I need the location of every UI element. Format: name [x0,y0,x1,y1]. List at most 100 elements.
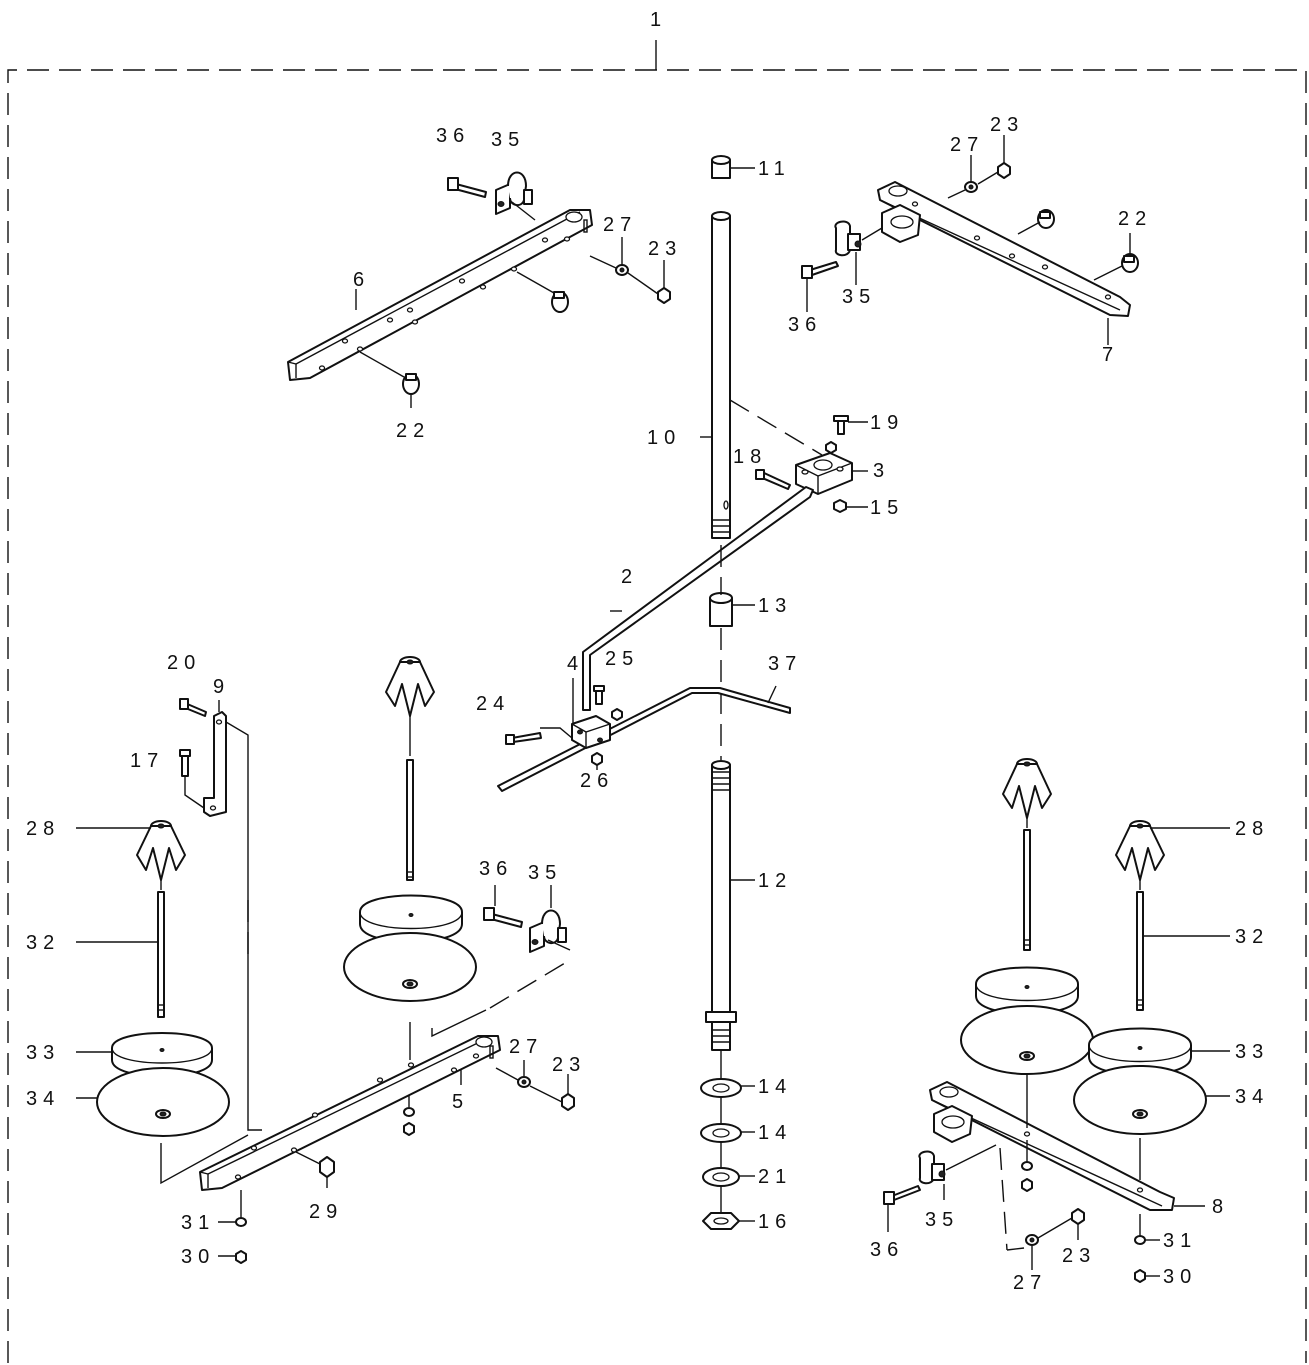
callout-31b: 31 [1163,1230,1197,1252]
callout-7: 7 [1102,344,1119,366]
bracket-35-upper-left [495,171,536,221]
nut-26 [591,752,603,770]
callout-8: 8 [1212,1196,1229,1218]
callout-10: 10 [647,427,681,449]
callout-23d: 23 [1062,1245,1096,1267]
callout-23b: 23 [990,114,1024,136]
upper-post [711,211,731,539]
disc-34-right [1073,1065,1230,1135]
callout-23a: 23 [648,238,682,260]
callout-5: 5 [452,1091,469,1113]
washer-27-upper-right [947,155,978,199]
knob-22-upper-left-b [516,271,569,313]
screw-25 [593,685,605,705]
lower-left-hardware [403,1095,415,1136]
nut-16 [702,1212,755,1230]
callout-4: 4 [567,653,584,675]
callout-18: 18 [733,446,767,468]
washer-14b [700,1123,755,1143]
bolt-36-lower-left [483,885,523,928]
callout-22b: 22 [1118,208,1152,230]
callout-31a: 31 [181,1212,215,1234]
callout-36b: 36 [788,314,822,336]
clamp-bolt-18 [755,469,791,490]
callout-35d: 35 [925,1209,959,1231]
screw-17 [179,749,205,809]
spindle-32-right [1136,891,1230,1011]
callout-labels: 1 2 3 4 5 6 7 8 9 10 11 12 13 14 14 15 1… [26,9,1269,1294]
washer-31-lower-right [1134,1214,1160,1245]
callout-17: 17 [130,750,164,772]
callout-28b: 28 [1235,818,1269,840]
arm-6 [287,209,593,381]
callout-34a: 34 [26,1088,60,1110]
callout-23c: 23 [552,1054,586,1076]
disc-34-left [76,1067,230,1137]
callout-6: 6 [353,269,370,291]
cone-center-left [385,656,435,717]
callout-15: 15 [870,497,904,519]
screw-24 [505,727,573,745]
bolt-36-lower-right [883,1185,921,1232]
spindle-center-left [406,759,414,881]
callout-34b: 34 [1235,1086,1269,1108]
callout-22a: 22 [396,420,430,442]
callout-27c: 27 [509,1036,543,1058]
knob-22-upper-right [1017,209,1055,235]
callout-14b: 14 [758,1122,792,1144]
callout-16: 16 [758,1211,792,1233]
callout-36a: 36 [436,125,470,147]
callout-29: 29 [309,1201,343,1223]
callout-26: 26 [580,770,614,792]
spindle-right-a [1023,829,1031,951]
callout-14a: 14 [758,1076,792,1098]
nut-23-lower-left [529,1074,575,1111]
cone-28-left [76,820,186,881]
bracket-35-lower-left [529,885,571,953]
callout-35b: 35 [842,286,876,308]
disc-right-a-lower [960,1005,1094,1075]
nut-23-upper-left [627,260,671,304]
callout-27a: 27 [603,214,637,236]
callout-35a: 35 [491,129,525,151]
nut-30-lower-left [218,1250,247,1264]
clamp-screw-19 [833,415,868,435]
lower-right-hardware [1021,1140,1033,1192]
nut-29 [295,1151,335,1188]
bracket-35-lower-right [918,1144,997,1200]
washer-27-upper-left [589,237,629,276]
callout-27d: 27 [1013,1272,1047,1294]
disc-33-left [76,1032,213,1078]
callout-28a: 28 [26,818,60,840]
washer-27-lower-right [1025,1234,1039,1270]
screw-20 [179,698,207,717]
callout-20: 20 [167,652,201,674]
clamp-nut-15 [833,499,868,513]
rod-2 [582,486,814,711]
callout-27b: 27 [950,134,984,156]
lock-washer-21 [702,1167,755,1187]
callout-13: 13 [758,595,792,617]
nut-23-lower-right [1037,1208,1085,1240]
callout-19: 19 [870,412,904,434]
callout-32b: 32 [1235,926,1269,948]
callout-12: 12 [758,870,792,892]
rod-37 [497,685,791,792]
callout-32a: 32 [26,932,60,954]
bracket-35-upper-right [834,220,883,285]
callout-25: 25 [605,648,639,670]
coupling-13 [709,592,755,627]
washer-27-lower-left [495,1060,531,1088]
block-4 [571,678,611,749]
disc-right-a-upper [975,966,1079,1015]
bolt-36-upper-right [801,261,839,312]
callout-36d: 36 [870,1239,904,1261]
arm-7 [877,181,1131,345]
callout-35c: 35 [528,862,562,884]
post-cap [711,155,755,179]
knob-22-upper-right-b [1093,233,1139,281]
washer-14a [700,1078,755,1098]
callout-1: 1 [650,9,667,31]
nut-30-lower-right [1134,1269,1160,1283]
spindle-32-left [76,891,165,1018]
